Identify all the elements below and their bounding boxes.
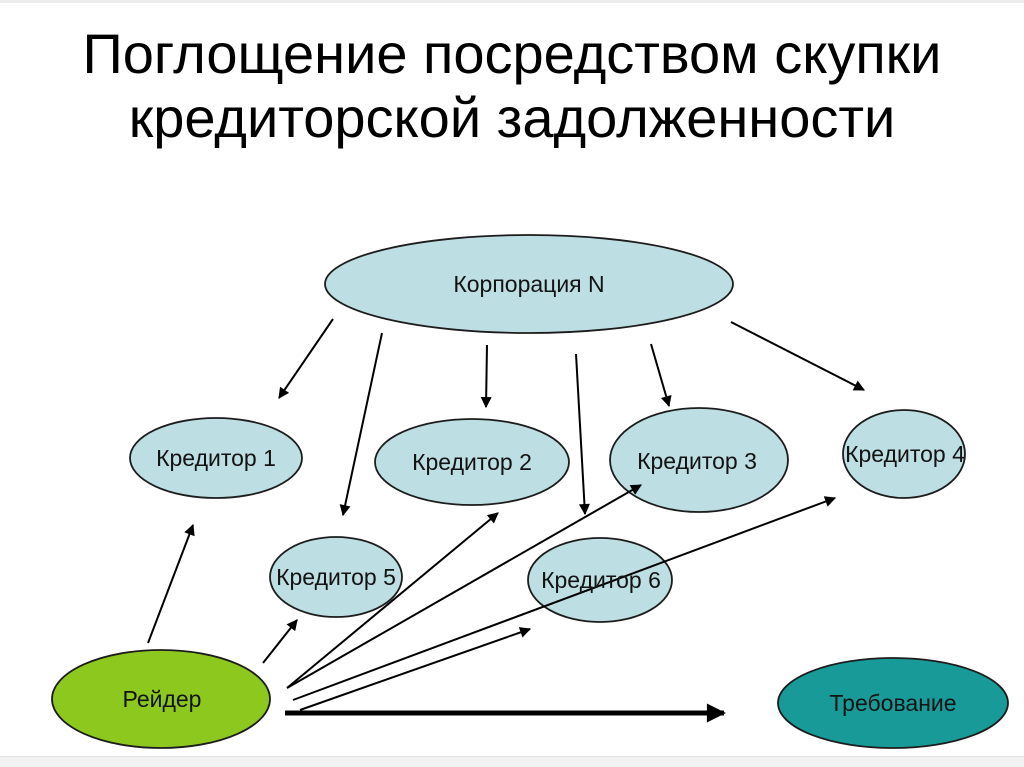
node-creditor6-ellipse	[527, 537, 673, 623]
edge-corporation-creditor5	[339, 332, 383, 517]
node-creditor1-label: Кредитор 1	[156, 445, 276, 471]
node-creditor3-label: Кредитор 3	[637, 448, 757, 474]
node-corporation-label: Корпорация N	[453, 271, 604, 297]
node-creditor4-label: Кредитор 4	[845, 441, 965, 467]
node-claim-ellipse	[777, 657, 1009, 749]
edge-corporation-creditor1	[278, 318, 334, 399]
node-creditor5-label: Кредитор 5	[276, 564, 396, 590]
node-creditor6-label: Кредитор 6	[541, 567, 661, 593]
edge-raider-creditor6	[299, 627, 532, 711]
node-creditor2-ellipse	[374, 418, 570, 506]
edge-corporation-creditor2	[480, 344, 492, 409]
edge-raider-creditor4	[292, 496, 837, 701]
slide-title: Поглощение посредством скупки кредиторск…	[82, 22, 942, 149]
slide-bottom-edge	[0, 756, 1024, 767]
node-creditor2-label: Кредитор 2	[412, 449, 532, 475]
node-claim-label: Требование	[829, 690, 956, 716]
node-creditor1-ellipse	[129, 417, 303, 499]
edge-raider-creditor2	[286, 512, 499, 689]
node-raider-label: Рейдер	[123, 686, 202, 712]
node-creditor3-ellipse	[609, 407, 789, 513]
edge-corporation-creditor6	[575, 353, 590, 516]
edge-raider-creditor5	[262, 619, 298, 664]
node-raider-ellipse	[51, 649, 271, 749]
edge-raider-creditor1	[147, 523, 195, 644]
node-creditor4-ellipse	[842, 409, 966, 499]
slide-top-edge	[0, 0, 1024, 3]
node-creditor5-ellipse	[269, 536, 403, 618]
node-corporation-ellipse	[324, 234, 734, 334]
edge-corporation-creditor4	[730, 321, 865, 391]
edge-raider-creditor3	[286, 484, 642, 689]
edge-corporation-creditor3	[650, 343, 672, 408]
